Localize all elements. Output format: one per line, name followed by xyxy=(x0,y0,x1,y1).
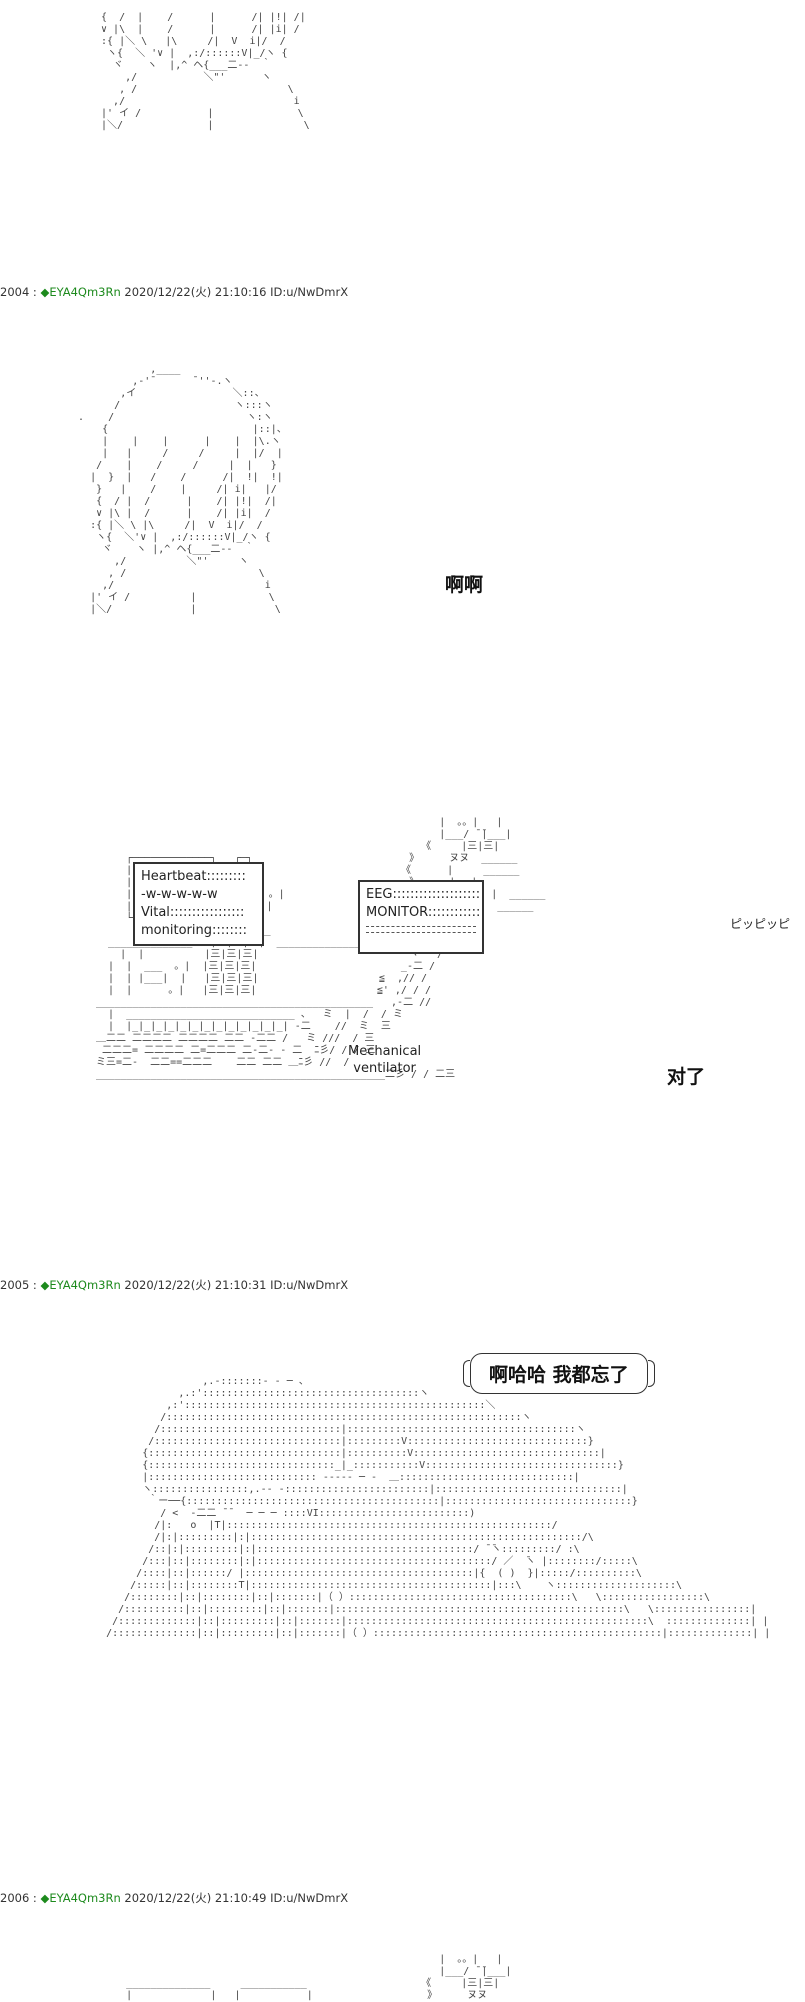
ascii-art-girl-back: ,____ ,-'¯ ¯''-.ヽ ,イ ＼::、 / ヽ:::ヽ . / ヽ:… xyxy=(78,364,287,615)
dialog-right: 对了 xyxy=(667,1066,706,1088)
separator: : xyxy=(29,285,41,299)
post-id[interactable]: ID:u/NwDmrX xyxy=(270,1278,349,1292)
dialog-forgot: 啊哈哈 我都忘了 xyxy=(489,1364,629,1386)
post-header: 2006 : ◆EYA4Qm3Rn 2020/12/22(火) 21:10:49… xyxy=(0,1890,348,1906)
ventilator-label: Mechanical ventilator xyxy=(348,1043,421,1077)
post-number: 2005 xyxy=(0,1278,30,1292)
ascii-art-girl-dotted: ,.-:::::::‐ ‐ ─ 、 ,.:'::::::::::::::::::… xyxy=(106,1376,771,1639)
eeg-monitor: EEG:::::::::::::::::::: MONITOR:::::::::… xyxy=(358,880,484,954)
separator: : xyxy=(29,1891,41,1905)
post-datetime: 2020/12/22(火) 21:10:49 xyxy=(124,1891,267,1905)
monitor-line: -w-w-w-w-w xyxy=(141,887,218,902)
post-number: 2006 xyxy=(0,1891,30,1905)
monitor-line: Vital::::::::::::::::: xyxy=(141,905,245,920)
post-number: 2004 xyxy=(0,285,30,299)
post-datetime: 2020/12/22(火) 21:10:16 xyxy=(124,285,267,299)
ventilator-line: Mechanical xyxy=(348,1044,422,1059)
separator: : xyxy=(29,1278,41,1292)
trip-diamond-icon: ◆ xyxy=(40,285,50,299)
beep-sfx: ピッピッピ xyxy=(730,917,791,931)
post-header: 2004 : ◆EYA4Qm3Rn 2020/12/22(火) 21:10:16… xyxy=(0,284,348,300)
monitor-line: EEG:::::::::::::::::::: xyxy=(366,887,481,902)
trip-diamond-icon: ◆ xyxy=(40,1278,50,1292)
trip-code[interactable]: EYA4Qm3Rn xyxy=(49,1891,121,1905)
post-header: 2005 : ◆EYA4Qm3Rn 2020/12/22(火) 21:10:31… xyxy=(0,1277,348,1293)
dialog-aa: 啊啊 xyxy=(445,574,484,596)
heartbeat-monitor: Heartbeat::::::::: -w-w-w-w-w Vital:::::… xyxy=(133,862,264,946)
ascii-art-hospital-frame-bottom: | 。。| | |___/ ̄ ̄|___| ______________ __… xyxy=(126,1954,512,2001)
ascii-art-girl-back-top: { / | / | /| |!| /| ∨ |\ | / | /| |i| / … xyxy=(101,12,310,131)
monitor-line: monitoring:::::::: xyxy=(141,923,248,938)
post-id[interactable]: ID:u/NwDmrX xyxy=(270,285,349,299)
monitor-line: MONITOR:::::::::::: xyxy=(366,905,481,920)
speech-bubble: 啊哈哈 我都忘了 xyxy=(463,1353,655,1394)
trip-diamond-icon: ◆ xyxy=(40,1891,50,1905)
monitor-line: Heartbeat::::::::: xyxy=(141,869,246,884)
post-datetime: 2020/12/22(火) 21:10:31 xyxy=(124,1278,267,1292)
post-id[interactable]: ID:u/NwDmrX xyxy=(270,1891,349,1905)
ventilator-line: ventilator xyxy=(353,1061,416,1076)
trip-code[interactable]: EYA4Qm3Rn xyxy=(49,285,121,299)
trip-code[interactable]: EYA4Qm3Rn xyxy=(49,1278,121,1292)
